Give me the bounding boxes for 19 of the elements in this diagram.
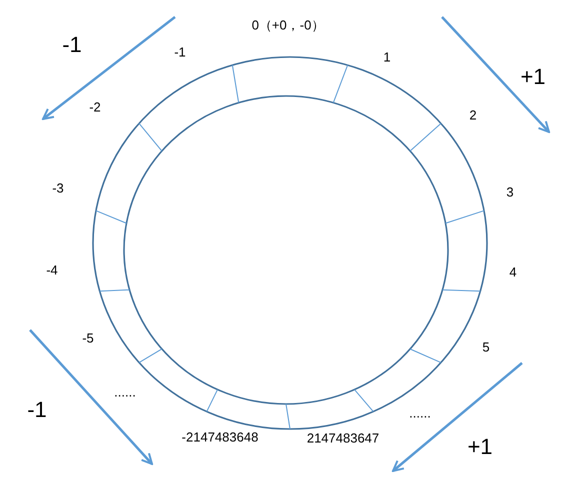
value-label: 5 [482, 340, 490, 354]
step-label: -1 [27, 399, 47, 421]
value-label: 4 [509, 266, 517, 278]
value-label: 2147483647 [306, 432, 380, 444]
value-label: 0（+0，-0） [252, 18, 324, 32]
step-label: -1 [62, 34, 82, 56]
step-label: +1 [520, 66, 546, 88]
value-label: -5 [82, 332, 94, 344]
value-label: -3 [52, 182, 64, 194]
value-label: 2 [469, 108, 477, 122]
value-label: -1 [174, 46, 186, 58]
value-label: 3 [506, 186, 514, 198]
step-label: +1 [467, 436, 493, 458]
value-label: -4 [46, 264, 58, 276]
value-label: -2147483648 [182, 430, 258, 444]
value-label: ...... [114, 386, 136, 398]
value-label: ...... [409, 406, 431, 420]
value-label: -2 [89, 100, 101, 114]
value-label: 1 [383, 50, 391, 64]
